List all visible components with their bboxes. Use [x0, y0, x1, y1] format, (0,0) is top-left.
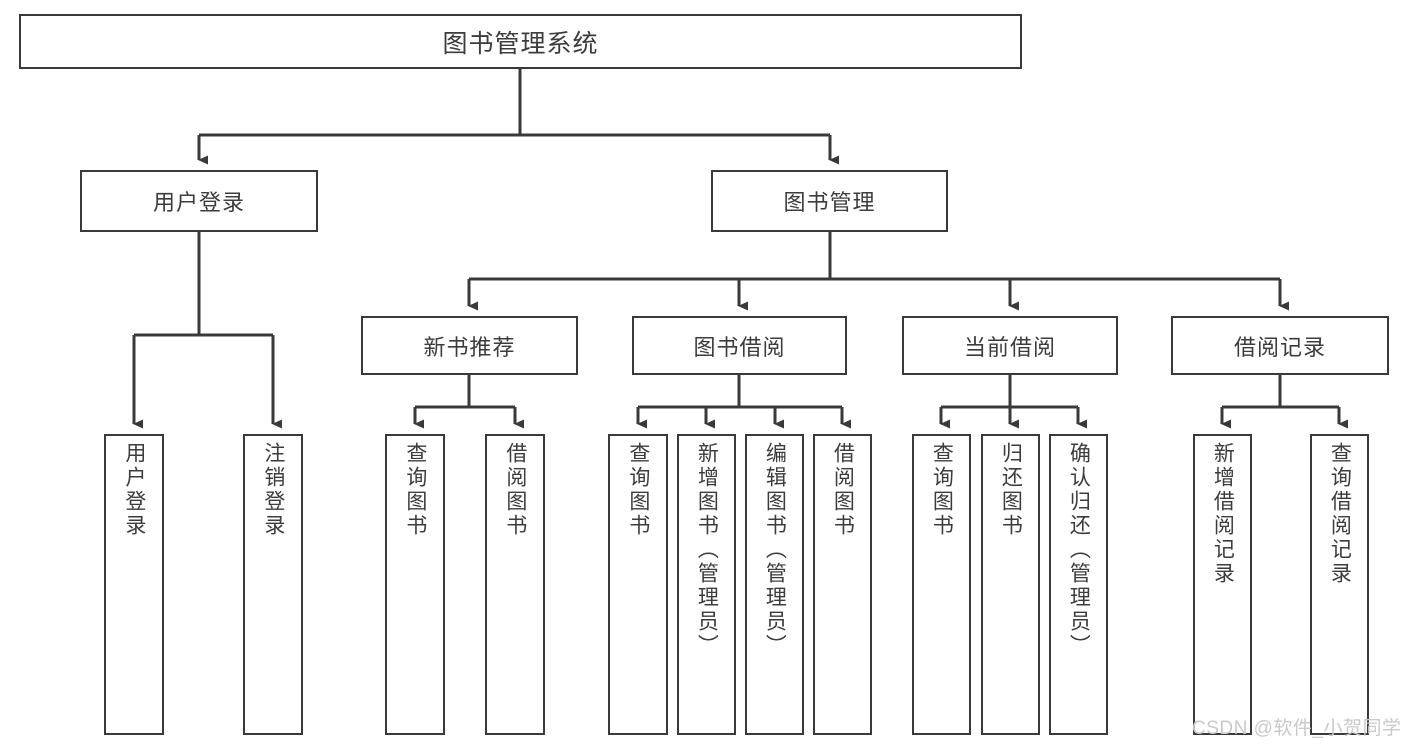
- node-borrow-record-label: 借阅记录: [1233, 334, 1326, 360]
- node-current-borrow-label: 当前借阅: [963, 334, 1056, 360]
- node-leaf-edit-book-admin[interactable]: 编辑图书（管理员）: [745, 434, 804, 735]
- node-leaf-add-borrow-record-label: 新增借阅记录: [1211, 442, 1235, 586]
- node-leaf-add-borrow-record[interactable]: 新增借阅记录: [1193, 434, 1252, 735]
- node-leaf-user-logout[interactable]: 注销登录: [243, 434, 303, 735]
- node-user-login-label: 用户登录: [152, 190, 245, 215]
- node-leaf-add-book-admin[interactable]: 新增图书（管理员）: [677, 434, 736, 735]
- node-leaf-borrow-book-label: 借阅图书: [831, 442, 855, 538]
- node-leaf-borrow-books-recommend-label: 借阅图书: [503, 442, 527, 538]
- node-new-book-recommend[interactable]: 新书推荐: [361, 316, 578, 375]
- node-user-login[interactable]: 用户登录: [80, 170, 318, 232]
- node-leaf-user-logout-label: 注销登录: [261, 442, 285, 538]
- node-root[interactable]: 图书管理系统: [19, 14, 1022, 69]
- node-root-label: 图书管理系统: [442, 29, 599, 58]
- csdn-watermark: CSDN @软件_小贺同学: [1192, 718, 1402, 739]
- node-leaf-edit-book-admin-label: 编辑图书（管理员）: [763, 442, 787, 658]
- node-leaf-query-books-borrow[interactable]: 查询图书: [608, 434, 668, 735]
- node-book-borrow[interactable]: 图书借阅: [632, 316, 847, 375]
- node-leaf-query-books-current-label: 查询图书: [930, 442, 954, 538]
- node-leaf-return-book[interactable]: 归还图书: [981, 434, 1040, 735]
- node-book-borrow-label: 图书借阅: [693, 334, 786, 360]
- node-leaf-confirm-return-admin[interactable]: 确认归还（管理员）: [1049, 434, 1108, 735]
- node-leaf-user-login-label: 用户登录: [122, 442, 146, 538]
- node-leaf-query-borrow-record-label: 查询借阅记录: [1328, 442, 1352, 586]
- node-leaf-borrow-books-recommend[interactable]: 借阅图书: [485, 434, 545, 735]
- node-leaf-borrow-book[interactable]: 借阅图书: [813, 434, 872, 735]
- node-leaf-query-books-recommend-label: 查询图书: [403, 442, 427, 538]
- node-leaf-user-login[interactable]: 用户登录: [104, 434, 164, 735]
- node-leaf-add-book-admin-label: 新增图书（管理员）: [695, 442, 719, 658]
- node-leaf-query-books-recommend[interactable]: 查询图书: [385, 434, 445, 735]
- node-borrow-record[interactable]: 借阅记录: [1171, 316, 1389, 375]
- node-leaf-query-books-borrow-label: 查询图书: [626, 442, 650, 538]
- node-new-book-recommend-label: 新书推荐: [423, 334, 516, 360]
- node-leaf-query-borrow-record[interactable]: 查询借阅记录: [1310, 434, 1369, 735]
- node-current-borrow[interactable]: 当前借阅: [902, 316, 1118, 375]
- node-book-management[interactable]: 图书管理: [711, 170, 948, 232]
- node-leaf-return-book-label: 归还图书: [999, 442, 1023, 538]
- node-leaf-confirm-return-admin-label: 确认归还（管理员）: [1067, 442, 1091, 658]
- node-book-management-label: 图书管理: [783, 190, 876, 215]
- node-leaf-query-books-current[interactable]: 查询图书: [912, 434, 971, 735]
